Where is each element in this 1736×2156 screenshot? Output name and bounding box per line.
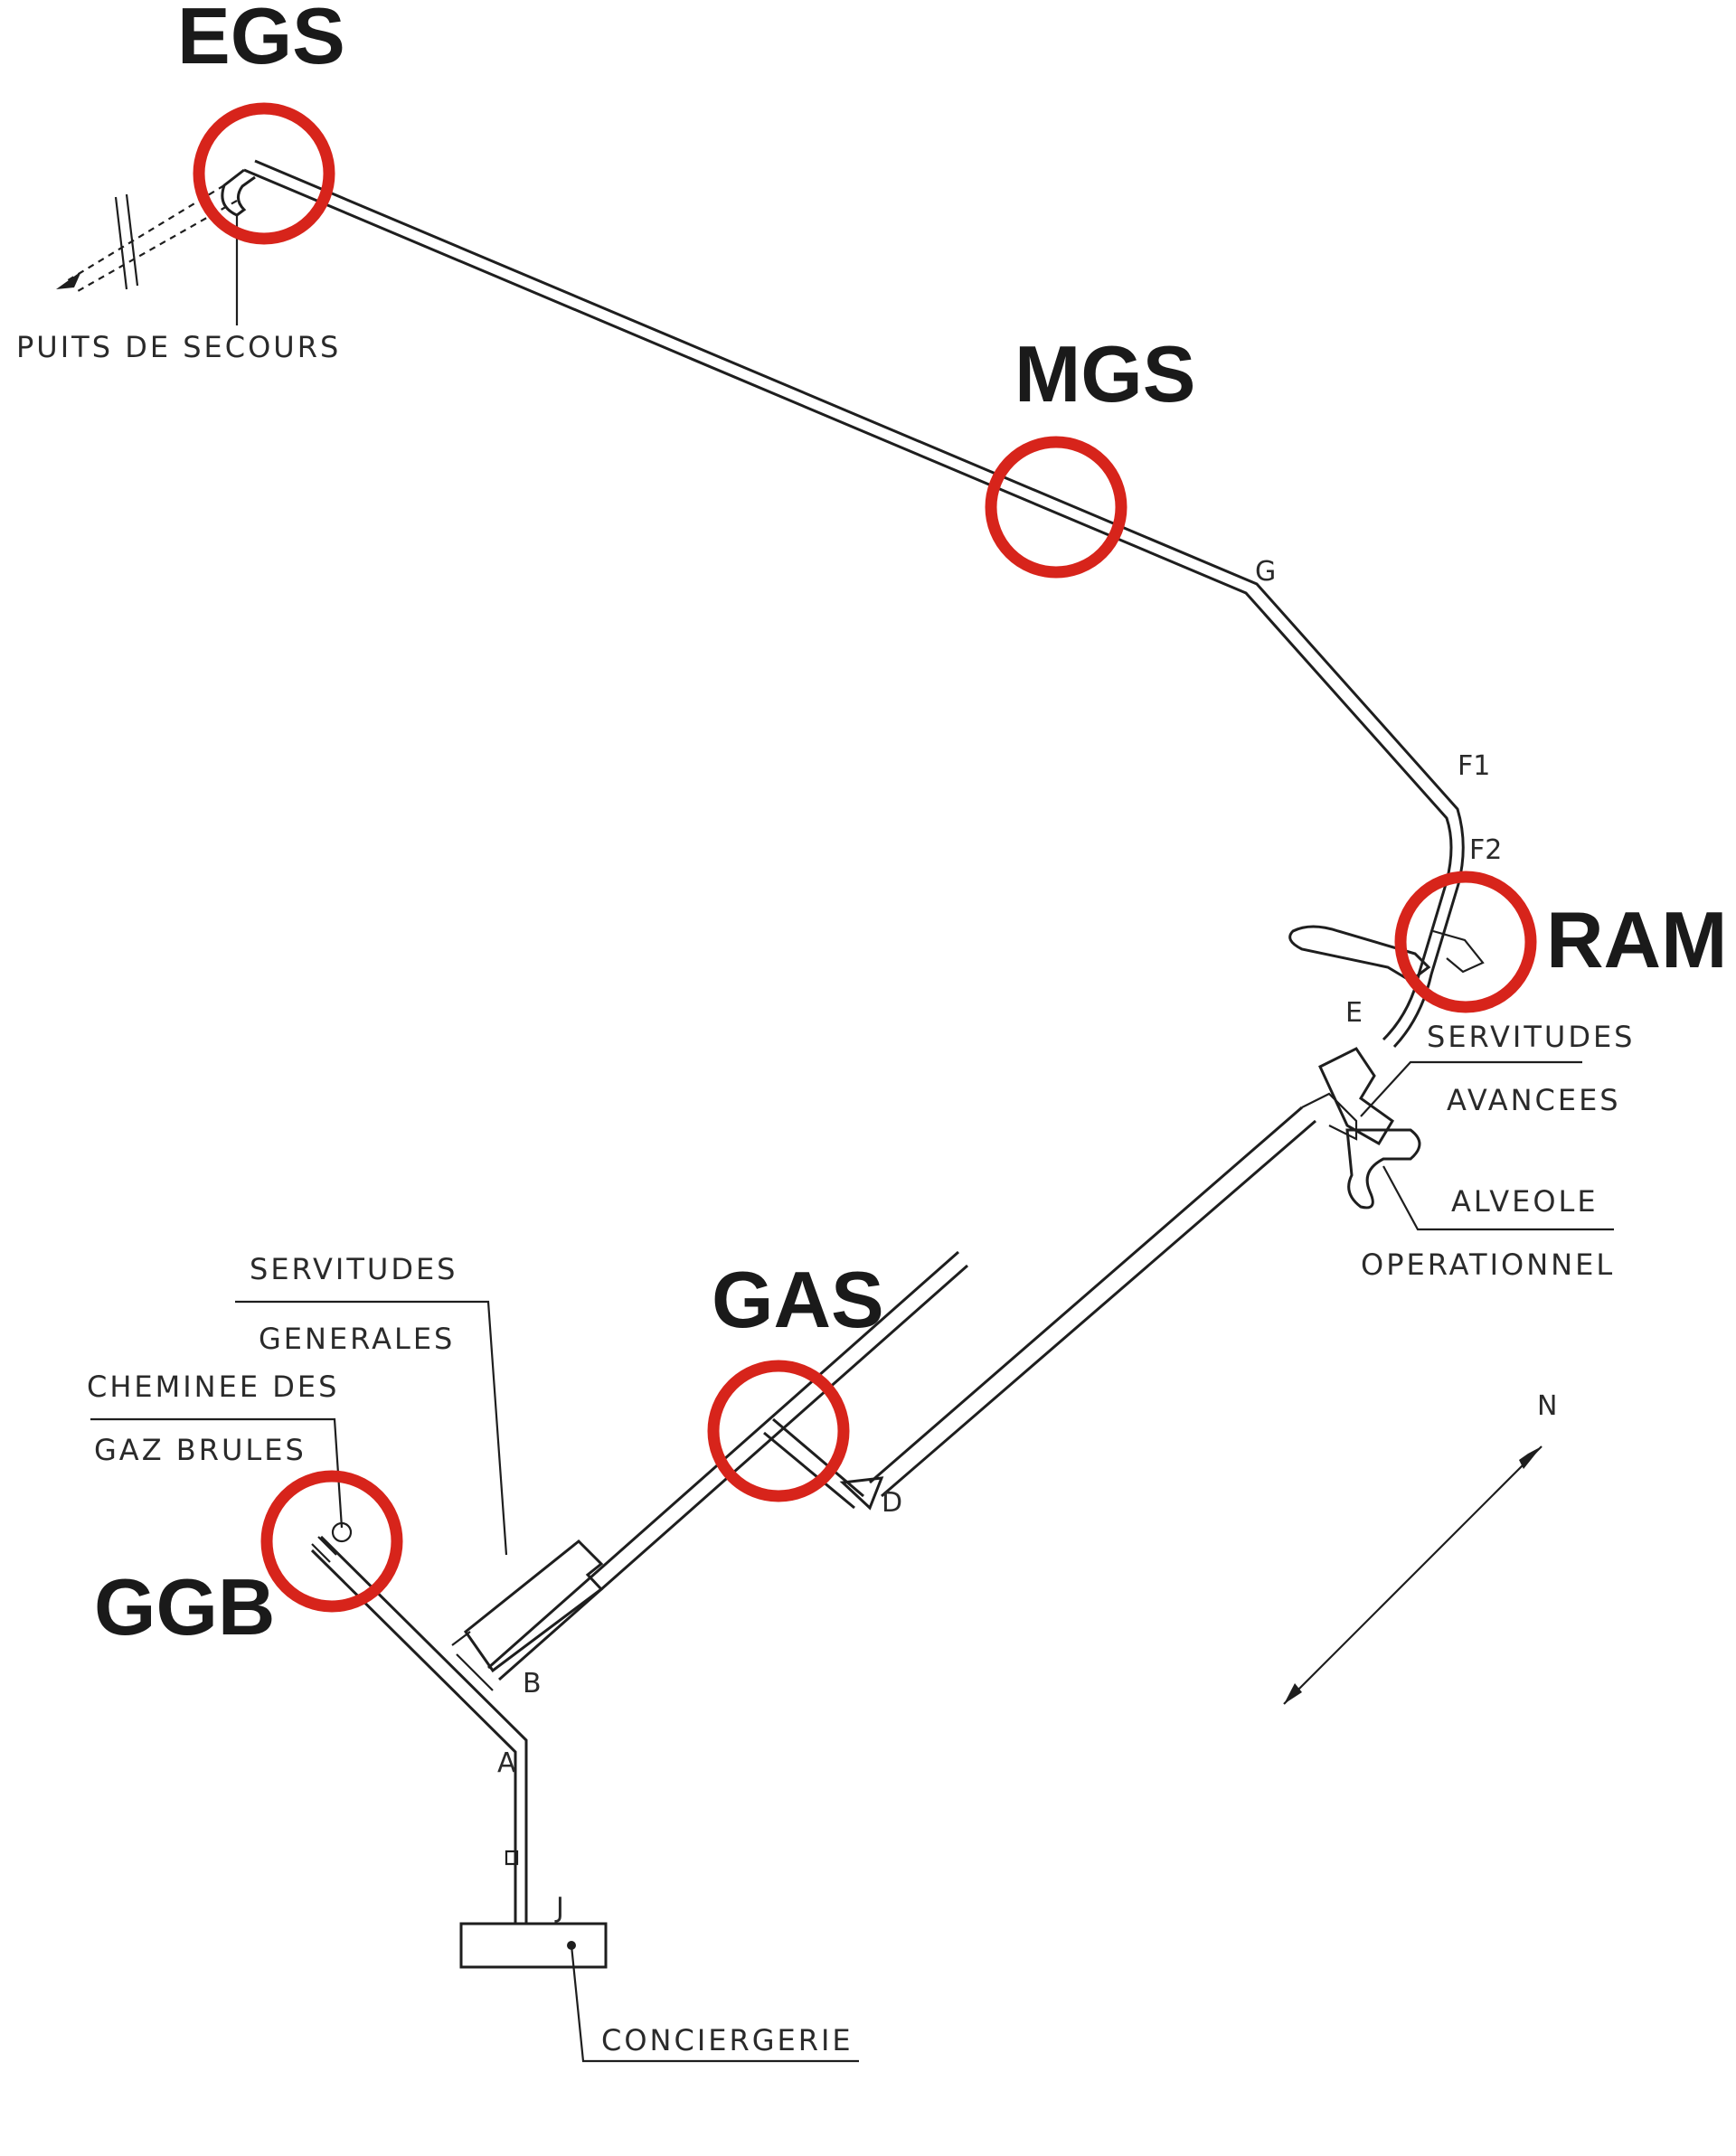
label-cheminee-1: CHEMINEE DES [87, 1370, 339, 1404]
gallery-gas-d-lower [763, 1431, 855, 1510]
point-a: A [497, 1747, 516, 1779]
site-circle-egs [193, 102, 335, 245]
emergency-shaft-path-1 [64, 184, 225, 283]
gallery-gas-d-upper [772, 1417, 864, 1498]
label-puits-de-secours: PUITS DE SECOURS [16, 330, 341, 364]
label-servitudes-avancees-2: AVANCEES [1447, 1083, 1621, 1117]
leader-servitudes-generales [235, 1300, 508, 1556]
egs-end-structure [221, 168, 256, 217]
gallery-ggb-a-upper [319, 1535, 528, 1924]
label-servitudes-generales-2: GENERALES [259, 1322, 455, 1356]
plan-labels: PUITS DE SECOURS SERVITUDES AVANCEES ALV… [16, 330, 1635, 2057]
site-label-gas: GAS [712, 1255, 884, 1344]
leader-cheminee [90, 1417, 344, 1529]
site-circle-mgs [985, 436, 1127, 579]
site-labels: EGS MGS RAM GAS GGB [94, 0, 1727, 1652]
emergency-shaft-bar-1 [114, 196, 128, 290]
ggb-stub [311, 1536, 337, 1563]
main-gallery-upper [243, 168, 1453, 1041]
servitudes-avancees-structure [1318, 1047, 1394, 1146]
label-alveole-1: ALVEOLE [1451, 1184, 1599, 1219]
site-label-ggb: GGB [94, 1562, 275, 1652]
site-markers [193, 102, 1537, 1613]
main-gallery-lower [254, 159, 1465, 1049]
site-circle-ram [1394, 871, 1537, 1013]
leader-alveole [1382, 1165, 1614, 1231]
site-label-egs: EGS [177, 0, 345, 80]
ram-branch [1288, 925, 1431, 983]
point-g: G [1255, 556, 1276, 588]
point-f2: F2 [1469, 834, 1502, 866]
alveole-connector [1301, 1092, 1358, 1141]
ram-stub [1432, 929, 1485, 974]
site-label-mgs: MGS [1014, 329, 1195, 419]
label-conciergerie: CONCIERGERIE [601, 2023, 854, 2057]
gallery-e-d-upper [869, 1106, 1303, 1484]
north-arrow-head [1519, 1446, 1542, 1469]
point-b: B [523, 1668, 542, 1699]
point-f1: F1 [1458, 750, 1490, 782]
conciergerie-building [459, 1922, 608, 1969]
site-circle-gas [707, 1360, 850, 1502]
north-arrow-tail [1284, 1683, 1302, 1704]
leader-servitudes-avancees [1360, 1060, 1582, 1117]
point-labels: G F1 F2 E D B A J N [497, 556, 1557, 1924]
site-label-ram: RAM [1546, 895, 1727, 984]
north-arrow-line [1283, 1445, 1543, 1705]
north-label: N [1537, 1390, 1557, 1422]
emergency-shaft-bar-2 [125, 193, 139, 287]
label-servitudes-avancees-1: SERVITUDES [1427, 1020, 1635, 1054]
label-cheminee-2: GAZ BRULES [94, 1433, 307, 1467]
point-d: D [882, 1487, 902, 1519]
side-niche [505, 1850, 519, 1866]
alveole-structure [1345, 1128, 1421, 1210]
emergency-shaft-arrowhead [56, 271, 81, 289]
servitudes-generales-link [451, 1631, 494, 1691]
point-e: E [1345, 997, 1363, 1029]
servitudes-generales-block [463, 1539, 604, 1673]
label-servitudes-generales-1: SERVITUDES [250, 1252, 458, 1286]
gallery-e-d-lower [881, 1119, 1316, 1498]
tunnel-network [56, 159, 1614, 2063]
leader-conciergerie [570, 1944, 859, 2063]
label-alveole-2: OPERATIONNEL [1361, 1247, 1615, 1282]
gallery-ggb-a-lower [310, 1549, 517, 1924]
point-j: J [554, 1892, 564, 1924]
junction-d [839, 1476, 884, 1511]
site-circle-ggb [260, 1470, 403, 1613]
